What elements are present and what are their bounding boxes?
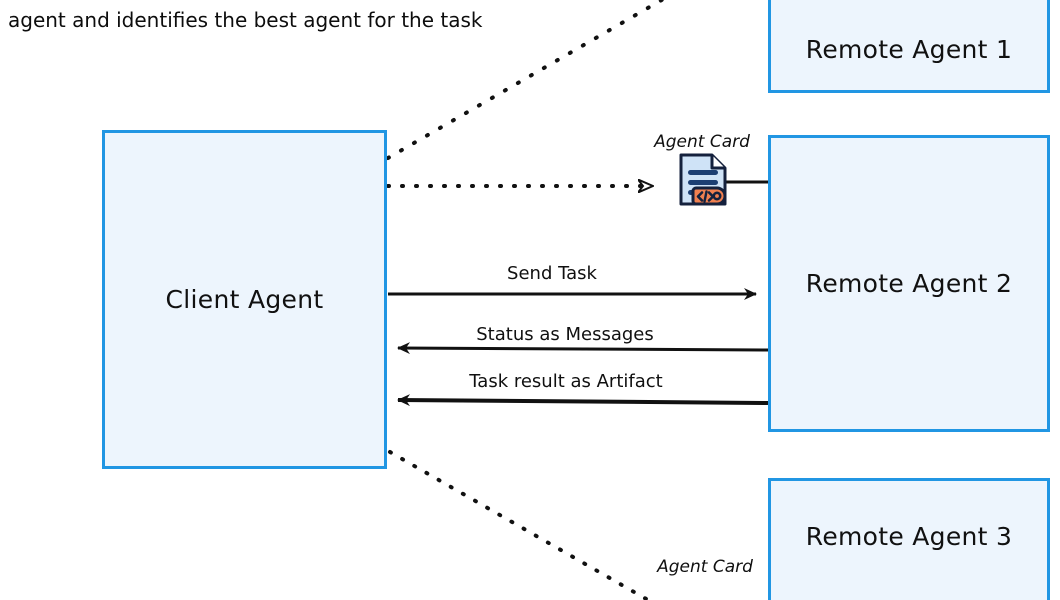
node-remote-agent-1[interactable]: Remote Agent 1 <box>768 0 1050 93</box>
edge-status-as-messages <box>397 342 769 355</box>
node-remote-agent-3[interactable]: Remote Agent 3 <box>768 478 1050 600</box>
agent-card-label-top: Agent Card <box>654 132 750 152</box>
node-client-agent[interactable]: Client Agent <box>102 130 387 469</box>
edge-label-task-result-as-artifact: Task result as Artifact <box>469 371 663 392</box>
edge-label-send-task: Send Task <box>507 263 597 284</box>
edge-label-status-as-messages: Status as Messages <box>476 324 654 345</box>
agent-card-label-bottom: Agent Card <box>657 557 753 577</box>
code-badge-icon <box>691 186 727 206</box>
agent-card-icon[interactable] <box>676 152 732 208</box>
node-remote-agent-2[interactable]: Remote Agent 2 <box>768 135 1050 432</box>
edge-discovery-agent-3 <box>388 450 650 600</box>
edge-discovery-agent-1 <box>386 0 666 160</box>
node-remote-agent-1-label: Remote Agent 1 <box>805 35 1013 64</box>
diagram-caption: agent and identifies the best agent for … <box>8 8 483 32</box>
node-remote-agent-2-label: Remote Agent 2 <box>805 269 1013 298</box>
node-client-agent-label: Client Agent <box>165 285 324 314</box>
edge-task-result-as-artifact <box>397 394 769 407</box>
node-remote-agent-3-label: Remote Agent 3 <box>805 521 1013 551</box>
